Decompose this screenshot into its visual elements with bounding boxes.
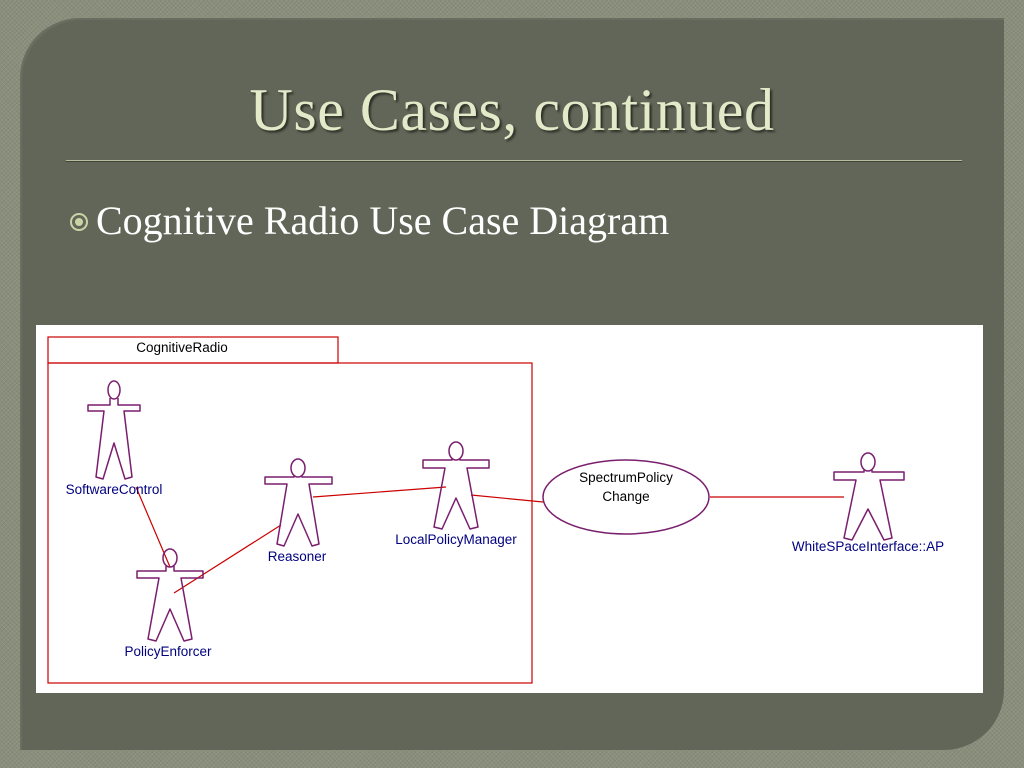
actor-label-softwarecontrol: SoftwareControl (66, 482, 163, 497)
association-softwarecontrol-policyenforcer (135, 486, 171, 568)
actor-label-whitespaceinterface: WhiteSPaceInterface::AP (792, 539, 944, 554)
association-policyenforcer-reasoner (173, 524, 282, 594)
package-name: CognitiveRadio (136, 340, 228, 355)
package-frame (47, 362, 533, 684)
bullet-item: Cognitive Radio Use Case Diagram (68, 196, 669, 244)
association-reasoner-localpolicymanager (312, 486, 447, 498)
diagram-canvas: CognitiveRadio (47, 336, 944, 684)
actor-whitespaceinterface (833, 452, 905, 541)
actor-softwarecontrol (87, 380, 141, 480)
usecase-label-line1: SpectrumPolicy (579, 470, 673, 485)
association-localpolicymanager-usecase (470, 494, 544, 503)
actor-label-localpolicymanager: LocalPolicyManager (395, 532, 517, 547)
bullet-text: Cognitive Radio Use Case Diagram (96, 197, 670, 243)
actor-reasoner (264, 458, 333, 547)
actor-label-reasoner: Reasoner (268, 549, 327, 564)
actor-localpolicymanager (422, 441, 490, 530)
actor-policyenforcer (136, 548, 204, 642)
usecase-label-line2: Change (602, 489, 649, 504)
usecase-spectrumpolicychange (542, 459, 710, 535)
title-divider (66, 160, 962, 161)
use-case-diagram: CognitiveRadio (36, 325, 983, 693)
actor-label-policyenforcer: PolicyEnforcer (124, 644, 212, 659)
slide-title: Use Cases, continued (249, 77, 775, 143)
bullet-circle-icon (70, 213, 88, 231)
